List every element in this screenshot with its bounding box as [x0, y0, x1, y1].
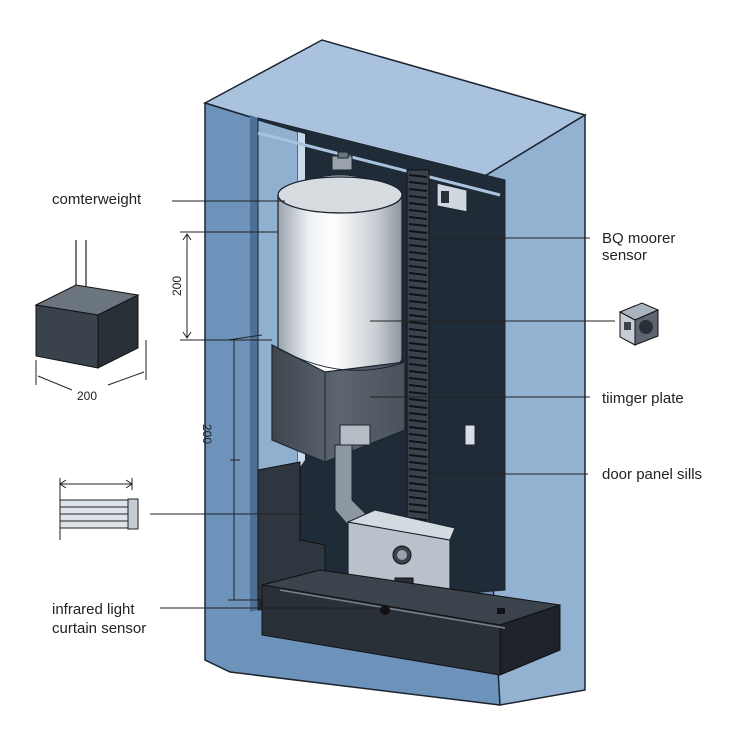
small-sensor-box — [464, 424, 476, 446]
trigger-plate-block — [271, 344, 406, 463]
label-trigger-plate: tiimger plate — [602, 390, 684, 407]
label-infrared-line2: curtain sensor — [52, 620, 147, 637]
top-shelf-line — [257, 131, 501, 197]
motor-cylinder — [277, 151, 403, 377]
infrared-sensor-bar — [59, 498, 139, 530]
cylinder-body — [277, 194, 403, 377]
lower-mechanism — [257, 424, 476, 601]
rack-teeth — [408, 174, 428, 528]
dimension-block-width: 200 — [77, 389, 98, 403]
label-motor-sensor-line1: ВQ moorer — [602, 230, 676, 247]
left-counterweight-block — [34, 240, 140, 369]
label-infrared-line1: infrared light — [52, 601, 135, 618]
gear-rack — [406, 169, 430, 531]
dimension-shaft-height: 200 — [200, 424, 214, 445]
motor-sensor-device — [618, 302, 660, 346]
dimension-motor-height: 200 — [170, 275, 184, 296]
leader-lines — [150, 200, 615, 609]
top-bracket — [436, 182, 468, 213]
label-door-panel-sills: door panel sills — [602, 466, 703, 483]
label-motor-sensor-line2: sensor — [602, 247, 648, 264]
dimension-lines — [35, 231, 278, 601]
label-counterweight: comterweight — [52, 191, 142, 208]
housing-left-inner-wall — [250, 115, 258, 612]
base-side — [499, 604, 561, 676]
